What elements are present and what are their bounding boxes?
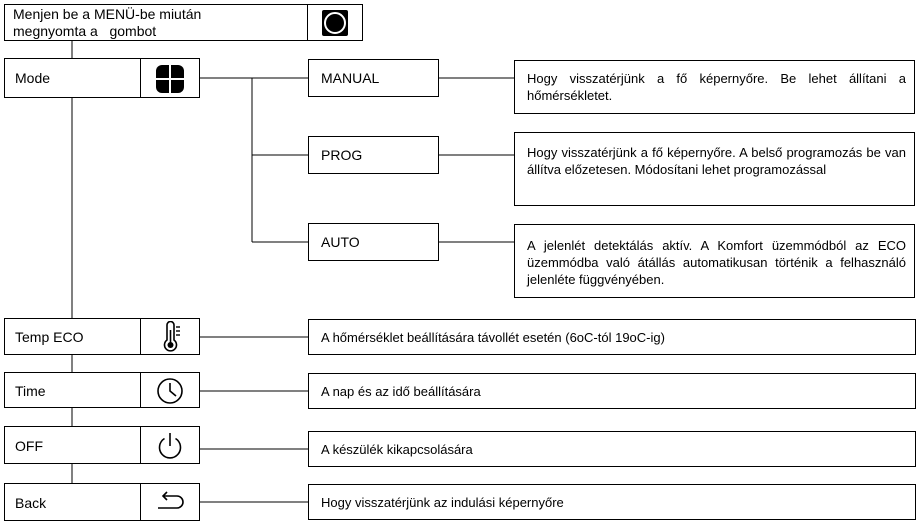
- header-line-1: Menjen be a MENÜ-be miután: [13, 6, 202, 22]
- back-arrow-icon: [158, 491, 184, 509]
- menu-item-label: OFF: [15, 438, 43, 454]
- mode-option-description: A jelenlét detektálás aktív. A Komfort ü…: [514, 224, 915, 298]
- mode-menu-item[interactable]: Mode: [4, 58, 141, 98]
- header-box: Menjen be a MENÜ-be miután megnyomta a g…: [4, 4, 308, 41]
- mode-option-prog[interactable]: PROG: [308, 136, 439, 174]
- back-menu-item[interactable]: Back: [4, 483, 141, 521]
- description-text: Hogy visszatérjünk a fő képernyőre. A be…: [527, 145, 906, 177]
- clock-icon: [157, 378, 183, 404]
- description-text: A nap és az idő beállítására: [321, 384, 481, 399]
- time-menu-item[interactable]: Time: [4, 372, 141, 408]
- menu-button-box[interactable]: [307, 4, 363, 41]
- thermometer-icon: [163, 321, 180, 352]
- mode-option-auto[interactable]: AUTO: [308, 223, 439, 261]
- description-text: A készülék kikapcsolására: [321, 442, 473, 457]
- description-text: A hőmérséklet beállítására távollét eset…: [321, 330, 665, 345]
- power-icon: [158, 433, 182, 459]
- mode-option-label: PROG: [321, 147, 363, 163]
- mode-label: Mode: [15, 70, 51, 86]
- back-icon-box[interactable]: [140, 483, 200, 521]
- mode-icon-box[interactable]: [140, 58, 200, 98]
- circle-button-icon: [322, 10, 348, 36]
- mode-option-description: Hogy visszatérjünk a fő képernyőre. Be l…: [514, 60, 915, 114]
- time-icon-box[interactable]: [140, 372, 200, 408]
- menu-item-description: A hőmérséklet beállítására távollét eset…: [308, 319, 916, 355]
- description-text: A jelenlét detektálás aktív. A Komfort ü…: [527, 238, 906, 287]
- header-line-2: megnyomta a gombot: [13, 23, 157, 39]
- temp-eco-menu-item[interactable]: Temp ECO: [4, 318, 141, 355]
- temp-eco-icon-box[interactable]: [140, 318, 200, 355]
- description-text: Hogy visszatérjünk a fő képernyőre. Be l…: [527, 71, 906, 103]
- mode-option-label: MANUAL: [321, 70, 380, 86]
- four-petal-mode-icon: [156, 65, 184, 93]
- mode-option-description: Hogy visszatérjünk a fő képernyőre. A be…: [514, 132, 915, 206]
- off-menu-item[interactable]: OFF: [4, 426, 141, 464]
- menu-item-label: Temp ECO: [15, 329, 84, 345]
- mode-option-manual[interactable]: MANUAL: [308, 59, 439, 97]
- menu-item-description: A nap és az idő beállítására: [308, 373, 916, 409]
- mode-option-label: AUTO: [321, 234, 360, 250]
- menu-item-label: Time: [15, 383, 46, 399]
- description-text: Hogy visszatérjünk az indulási képernyőr…: [321, 495, 564, 510]
- menu-item-label: Back: [15, 495, 47, 511]
- menu-item-description: A készülék kikapcsolására: [308, 431, 916, 467]
- menu-item-description: Hogy visszatérjünk az indulási képernyőr…: [308, 484, 916, 520]
- off-icon-box[interactable]: [140, 426, 200, 464]
